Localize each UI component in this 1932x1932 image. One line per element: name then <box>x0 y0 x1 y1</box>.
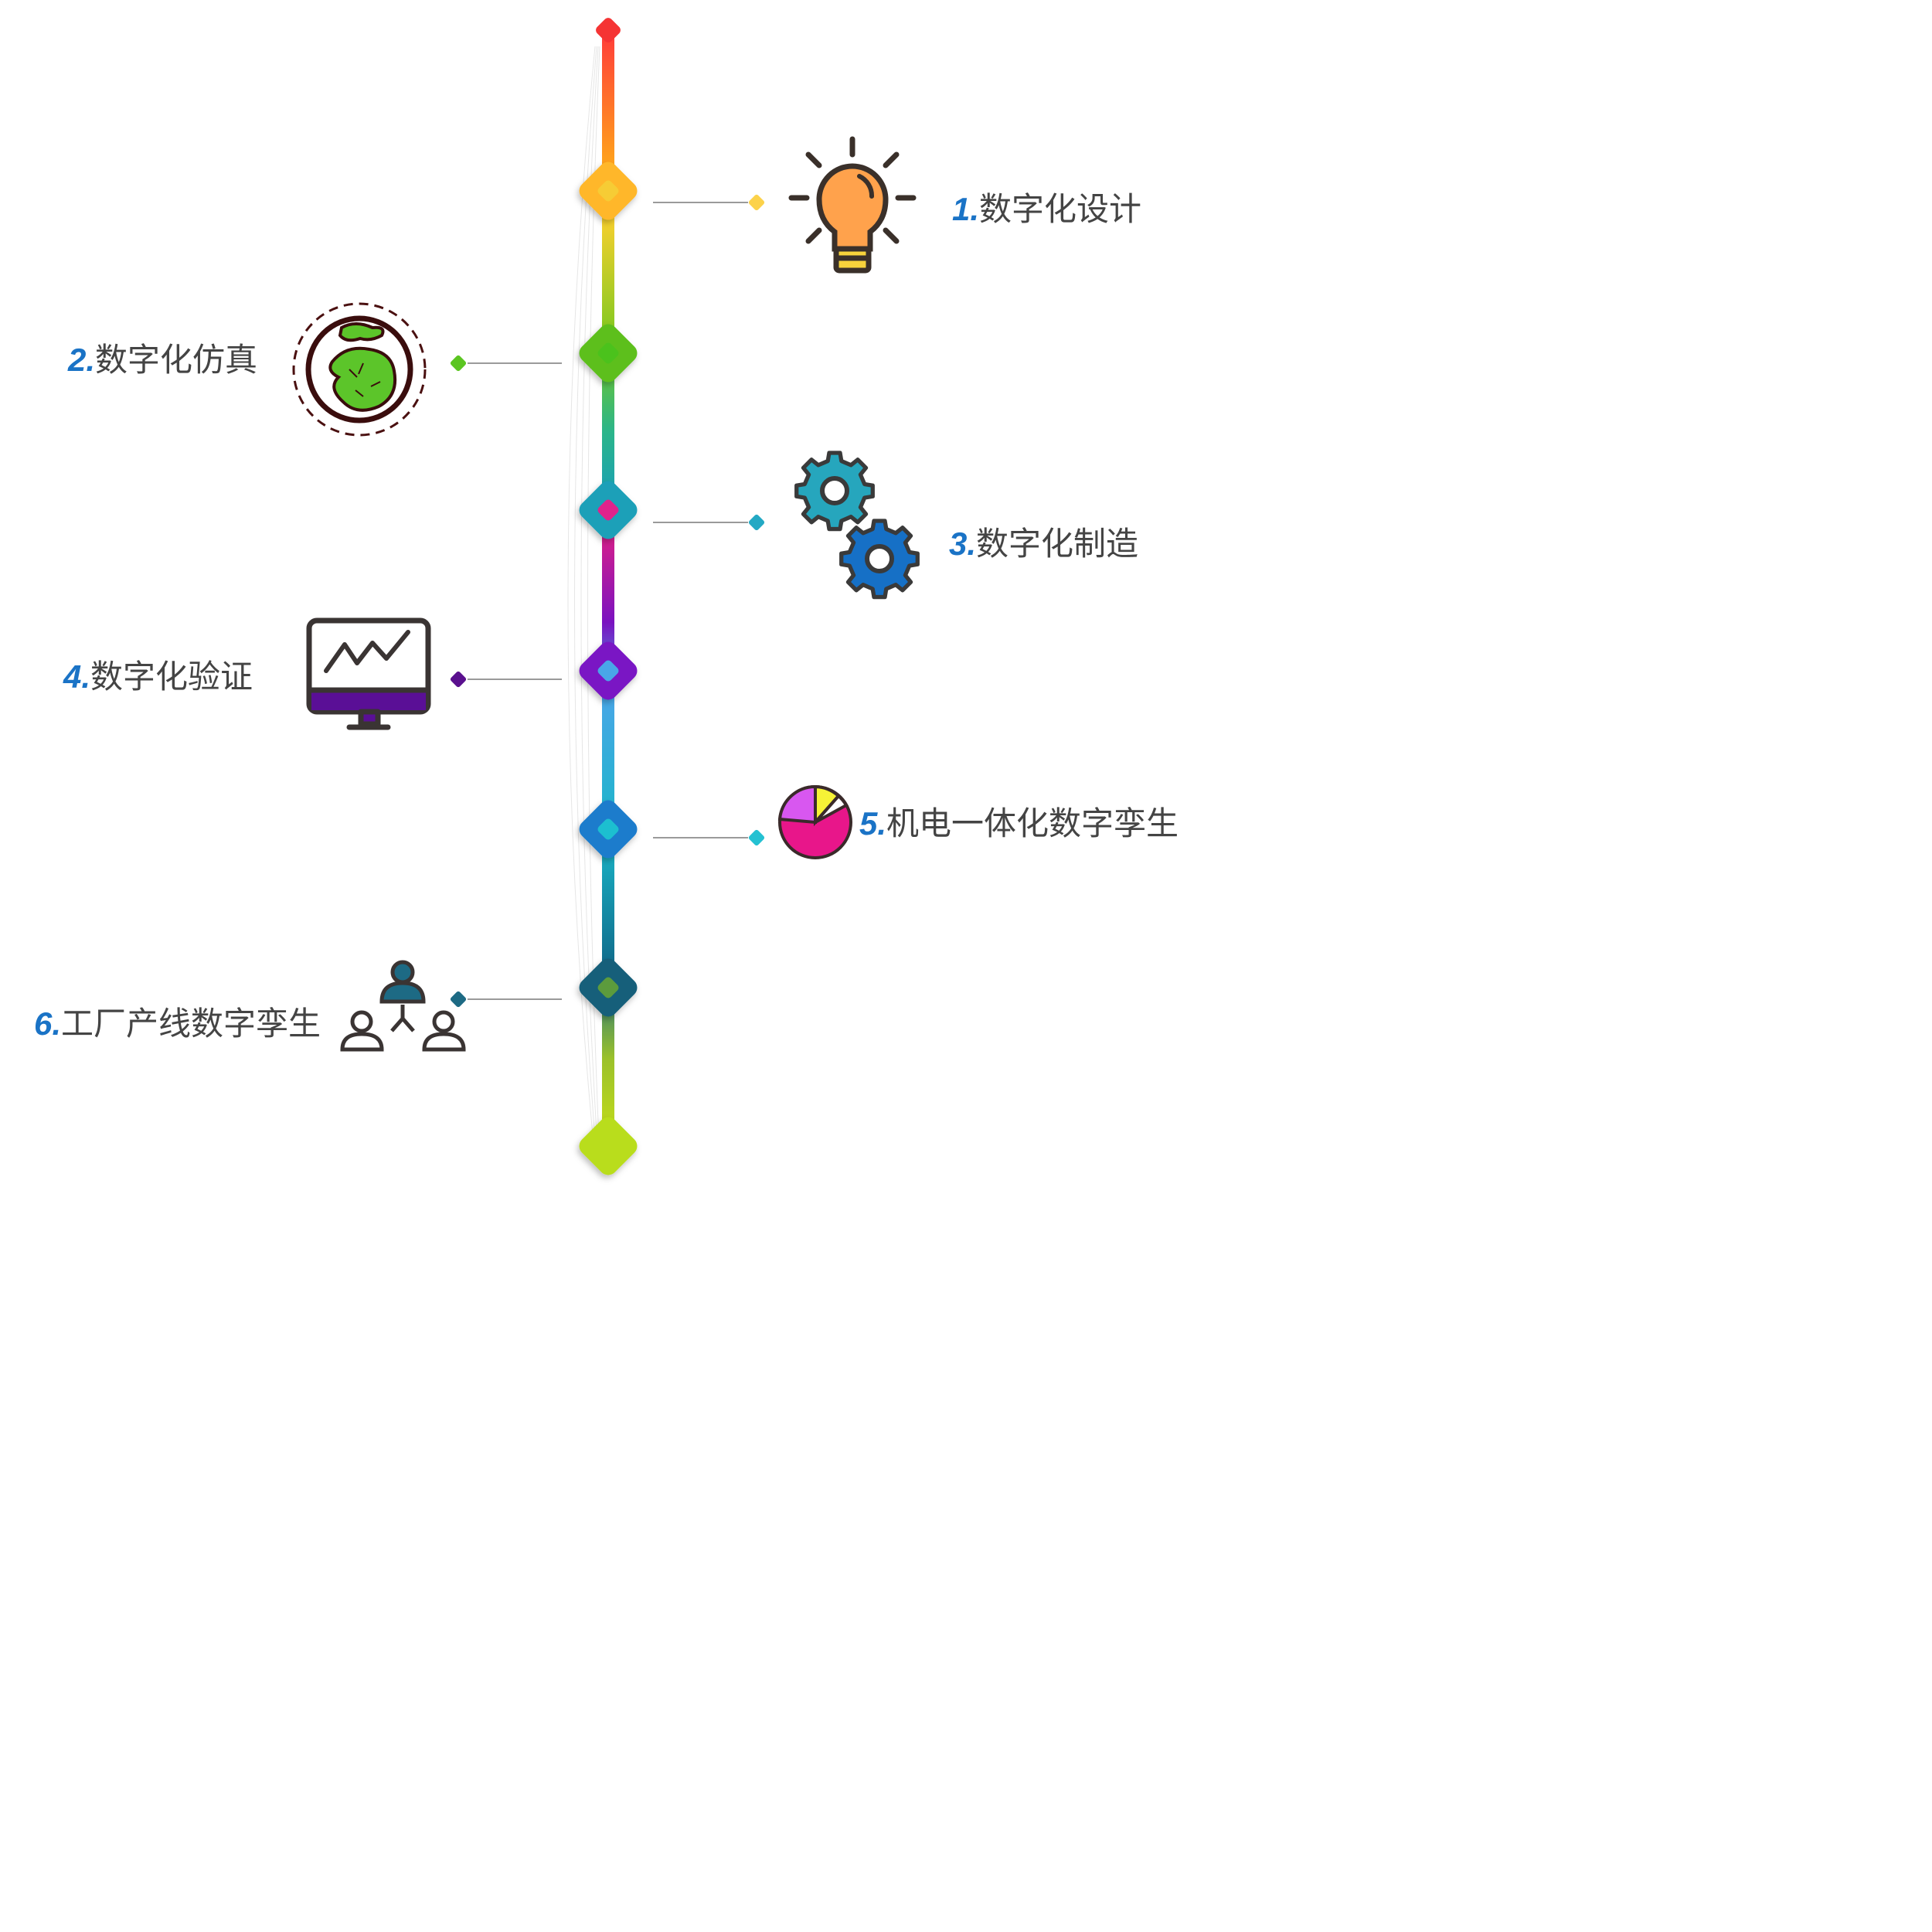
step-number-1: 1. <box>952 191 980 227</box>
step-text-1: 数字化设计 <box>979 190 1142 228</box>
timeline-start-marker <box>596 18 621 43</box>
globe-icon <box>292 302 427 437</box>
connector-dot-2 <box>450 355 467 372</box>
step-number-2: 2. <box>68 342 96 378</box>
step-label-5: 5.机电一体化数字孪生 <box>859 808 1179 840</box>
step-node-6 <box>579 958 638 1017</box>
pie-chart-icon <box>777 784 852 859</box>
step-text-5: 机电一体化数字孪生 <box>886 804 1179 842</box>
timeline-end-marker <box>579 1117 638 1175</box>
step-text-2: 数字化仿真 <box>95 341 258 379</box>
step-text-3: 数字化制造 <box>976 525 1139 563</box>
step-node-2 <box>579 324 638 383</box>
timeline-diagram <box>292 18 920 1175</box>
step-node-4 <box>579 641 638 700</box>
step-node-5 <box>579 800 638 859</box>
step-label-6: 6.工厂产线数字孪生 <box>34 1008 321 1040</box>
step-label-2: 2.数字化仿真 <box>68 344 257 376</box>
step-number-5: 5. <box>859 805 887 842</box>
step-node-1 <box>579 162 638 220</box>
connector-dot-4 <box>450 671 467 688</box>
step-label-4: 4.数字化验证 <box>63 661 253 693</box>
connector-dot-1 <box>748 194 765 211</box>
step-label-1: 1.数字化设计 <box>952 193 1141 226</box>
connector-dot-5 <box>748 829 765 846</box>
connector-dot-6 <box>450 991 467 1008</box>
step-label-3: 3.数字化制造 <box>949 528 1138 560</box>
step-text-4: 数字化验证 <box>90 658 253 696</box>
step-number-3: 3. <box>949 526 977 562</box>
step-number-6: 6. <box>34 1005 62 1042</box>
step-number-4: 4. <box>63 658 91 695</box>
gears-icon <box>794 451 920 600</box>
step-text-6: 工厂产线数字孪生 <box>61 1005 321 1043</box>
monitor-chart-icon <box>306 617 431 730</box>
connector-dot-3 <box>748 514 765 531</box>
step-node-3 <box>579 481 638 539</box>
timeline-spine <box>602 29 614 1148</box>
people-network-icon <box>340 960 466 1052</box>
lightbulb-icon <box>788 136 917 274</box>
